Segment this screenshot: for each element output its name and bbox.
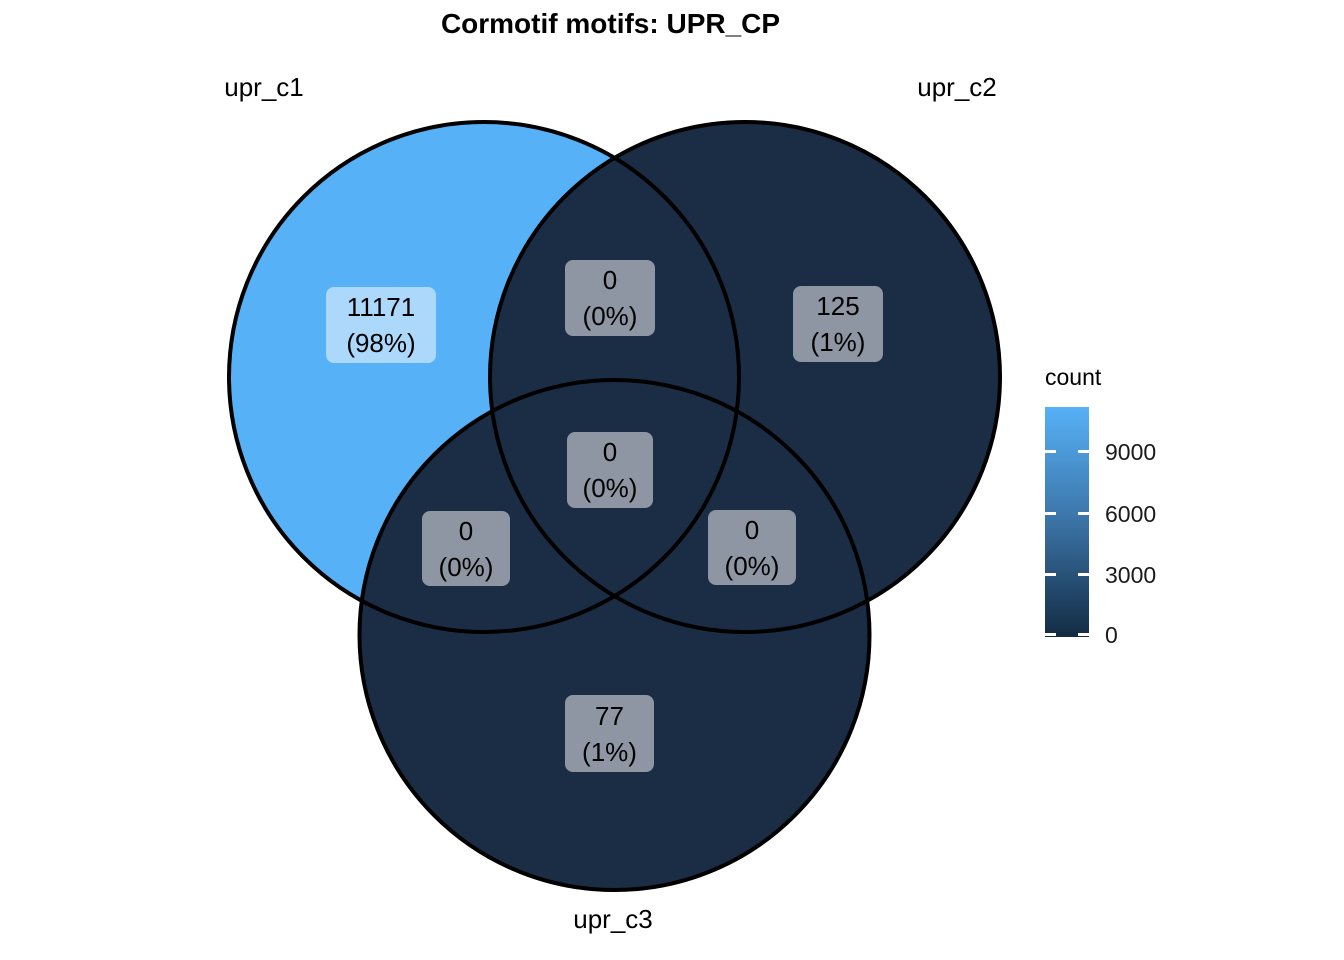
region-percent: (0%): [582, 473, 638, 503]
legend-colorbar: [1045, 407, 1089, 637]
set-label-upr-c1: upr_c1: [224, 72, 304, 102]
region-count: 125: [816, 291, 860, 321]
region-count: 0: [744, 514, 760, 545]
region-percent: (1%): [582, 736, 637, 767]
region-label-upr-c1-upr-c2: 0 (0%): [565, 260, 655, 336]
venn-circle-outline-upr-c1: [227, 120, 741, 634]
region-label-upr-c1-upr-c3: 0 (0%): [422, 511, 510, 586]
region-label-upr-c1-only: 11171 (98%): [326, 287, 436, 363]
set-label-upr-c3: upr_c3: [573, 904, 653, 934]
region-label-upr-c1-upr-c2-upr-c3: 0 (0%): [567, 432, 653, 508]
region-label-upr-c3-only: 77 (1%): [565, 695, 654, 772]
legend-tick-label-9000: 9000: [1105, 439, 1157, 465]
legend-tick-label-6000: 6000: [1105, 501, 1157, 527]
chart-title: Cormotif motifs: UPR_CP: [440, 8, 781, 39]
venn-circle-outline-upr-c2: [488, 120, 1002, 634]
region-percent: (0%): [582, 301, 638, 331]
region-label-upr-c2-only: 125 (1%): [793, 286, 883, 362]
region-percent: (98%): [346, 328, 416, 358]
region-count: 0: [602, 265, 618, 295]
legend-tick-label-3000: 3000: [1105, 562, 1157, 588]
legend-tick-0: [1078, 633, 1089, 636]
region-count: 11171: [346, 292, 416, 322]
region-count: 0: [458, 515, 474, 546]
region-percent: (0%): [724, 550, 780, 581]
legend-tick-0: [1045, 633, 1056, 636]
legend-title: count: [1045, 364, 1102, 390]
set-label-upr-c2: upr_c2: [917, 72, 997, 102]
venn-circle-fill-upr-c3: [359, 380, 870, 890]
region-percent: (0%): [438, 551, 494, 582]
legend-tick-9000: [1078, 450, 1089, 453]
region-percent: (1%): [810, 327, 866, 357]
legend-tick-6000: [1045, 512, 1056, 515]
region-count: 77: [595, 700, 624, 731]
venn-circle-outline-upr-c3: [357, 378, 872, 892]
legend-tick-3000: [1078, 573, 1089, 576]
legend-tick-9000: [1045, 450, 1056, 453]
region-count: 0: [602, 437, 618, 467]
legend-tick-6000: [1078, 512, 1089, 515]
region-label-upr-c2-upr-c3: 0 (0%): [708, 510, 796, 585]
legend-tick-label-0: 0: [1105, 622, 1118, 648]
legend-tick-3000: [1045, 573, 1056, 576]
